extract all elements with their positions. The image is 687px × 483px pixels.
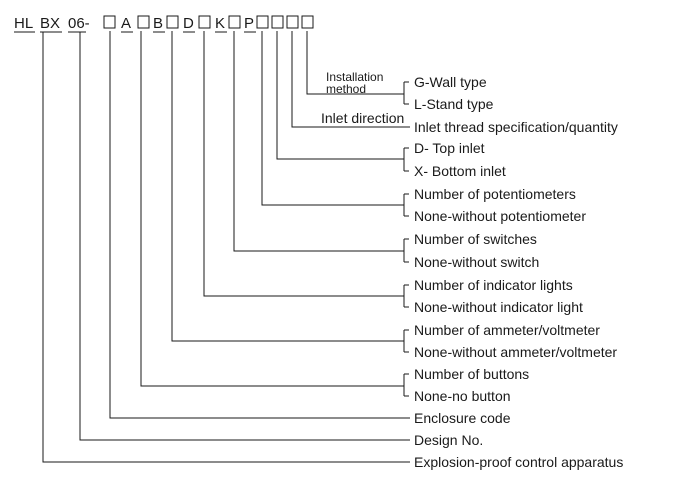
placeholder-box-buttons: [137, 15, 150, 29]
placeholder-box-potentiometers: [256, 15, 269, 29]
label-bottom-inlet: X- Bottom inlet: [414, 163, 506, 179]
code-a: A: [121, 15, 131, 32]
label-number-of-switches: Number of switches: [414, 231, 537, 247]
placeholder-box-enclosure: [103, 15, 116, 29]
label-none-indicator: None-without indicator light: [414, 299, 583, 315]
label-top-inlet: D- Top inlet: [414, 140, 485, 156]
connector-design-no: [79, 32, 410, 441]
label-inlet-direction: Inlet direction: [321, 110, 404, 126]
label-enclosure-code: Enclosure code: [414, 410, 511, 426]
bracket-potentiometers: [403, 193, 409, 217]
bracket-indicator: [403, 284, 409, 308]
placeholder-box-switches: [228, 15, 241, 29]
connector-explosion-proof: [42, 32, 410, 463]
placeholder-box-installation: [301, 15, 314, 29]
connector-potentiometers: [261, 31, 404, 206]
placeholder-box-inlet-thread: [286, 15, 299, 29]
bracket-inlet-direction: [403, 147, 409, 172]
connector-indicator: [203, 31, 404, 297]
label-none-ammeter: None-without ammeter/voltmeter: [414, 344, 617, 360]
label-design-no: Design No.: [414, 432, 483, 448]
label-explosion-proof: Explosion-proof control apparatus: [414, 454, 623, 470]
connector-installation: [306, 31, 404, 95]
connector-ammeter: [171, 31, 404, 342]
connector-switches: [233, 31, 404, 252]
label-number-of-ammeter: Number of ammeter/voltmeter: [414, 322, 600, 338]
label-none-button: None-no button: [414, 388, 511, 404]
code-k: K: [215, 15, 225, 32]
placeholder-box-indicator: [198, 15, 211, 29]
label-number-of-indicator-lights: Number of indicator lights: [414, 277, 573, 293]
label-wall-type: G-Wall type: [414, 74, 487, 90]
bracket-installation: [403, 81, 409, 105]
placeholder-box-ammeter: [166, 15, 179, 29]
label-stand-type: L-Stand type: [414, 96, 494, 112]
label-number-of-buttons: Number of buttons: [414, 366, 529, 382]
code-hl: HL: [14, 15, 33, 32]
connector-inlet-direction: [276, 31, 404, 160]
bracket-ammeter: [403, 329, 409, 353]
connector-inlet-thread: [291, 31, 410, 128]
code-d: D: [183, 15, 194, 32]
label-none-switch: None-without switch: [414, 254, 539, 270]
label-inlet-thread: Inlet thread specification/quantity: [414, 119, 618, 135]
label-number-of-potentiometers: Number of potentiometers: [414, 186, 576, 202]
label-none-potentiometer: None-without potentiometer: [414, 208, 586, 224]
bracket-buttons: [403, 373, 409, 397]
connector-buttons: [140, 31, 404, 387]
code-b: B: [153, 15, 163, 32]
label-installation-line1: Installation: [326, 70, 383, 84]
bracket-switches: [403, 238, 409, 263]
code-bx: BX: [40, 15, 60, 32]
code-number: 06-: [68, 15, 90, 32]
label-installation-line2: method: [326, 82, 366, 96]
placeholder-box-inlet-direction: [271, 15, 284, 29]
code-p: P: [244, 15, 254, 32]
connector-enclosure: [109, 31, 410, 419]
